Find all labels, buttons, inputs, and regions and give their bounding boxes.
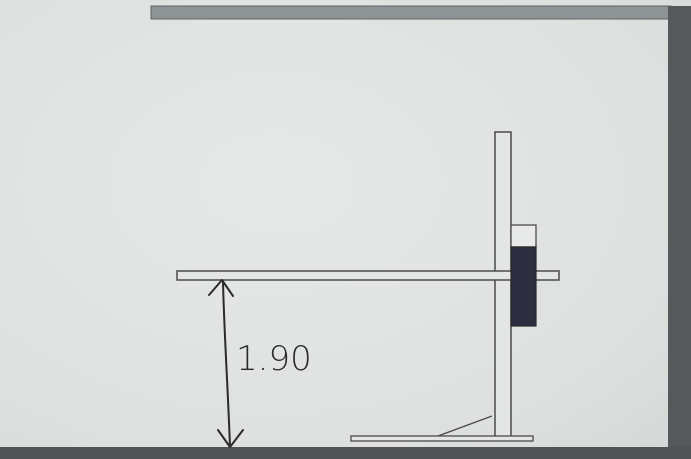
height-annotation: 1.90 xyxy=(236,339,312,379)
base-plate xyxy=(350,435,534,442)
horizontal-arm xyxy=(176,270,560,281)
arrowhead-bottom xyxy=(217,429,244,448)
dark-pad xyxy=(510,246,537,327)
upper-block xyxy=(510,224,537,248)
vertical-post xyxy=(494,131,512,438)
right-wall xyxy=(668,6,691,459)
floor xyxy=(0,447,691,459)
height-dimension-line xyxy=(222,280,231,448)
arrowhead-top xyxy=(208,279,234,297)
diagonal-brace xyxy=(437,415,493,437)
ceiling-beam xyxy=(150,5,672,20)
